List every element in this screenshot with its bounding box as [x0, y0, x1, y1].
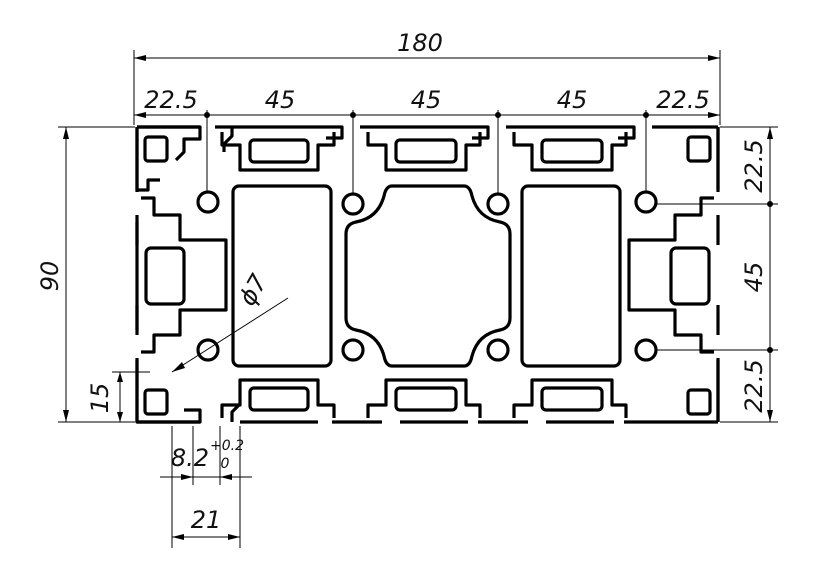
dim-seg-3: 45 — [557, 86, 588, 114]
dim-seg-right: 22.5 — [656, 86, 709, 114]
dim-slot-width: 8.2 — [171, 444, 209, 472]
dim-seg-2: 45 — [411, 86, 442, 114]
top-slot-2 — [366, 132, 482, 172]
hole-top-3 — [486, 192, 510, 216]
dim-overall-height: 90 — [36, 261, 64, 292]
dim-right-bottom: 22.5 — [740, 359, 768, 412]
hole-top-1 — [196, 190, 220, 214]
cavity-right — [520, 184, 622, 368]
hole-top-4 — [634, 190, 658, 214]
hole-bottom-2 — [341, 338, 365, 362]
dim-right-mid: 45 — [740, 262, 768, 293]
right-slot — [627, 196, 714, 354]
dim-hole-diameter: ϕ7 — [233, 269, 273, 311]
dim-overall-width: 180 — [397, 29, 443, 57]
left-slot — [141, 196, 228, 354]
bottom-slot-2 — [366, 378, 482, 418]
dim-right-top: 22.5 — [740, 139, 768, 192]
right-pocket — [669, 246, 711, 306]
cavity-center — [344, 184, 512, 368]
dim-seg-left: 22.5 — [144, 86, 197, 114]
dim-seg-1: 45 — [265, 86, 296, 114]
corner-hole-bl — [143, 388, 169, 416]
dim-slot-span: 21 — [191, 506, 222, 534]
bottom-pocket-3 — [540, 386, 604, 412]
dim-slot-offset: 15 — [86, 383, 114, 414]
dim-tol-upper: +0.2 — [210, 438, 244, 454]
left-pocket — [144, 246, 186, 306]
hole-top-2 — [341, 192, 365, 216]
corner-hole-tl — [143, 135, 169, 163]
hole-bottom-4 — [634, 338, 658, 362]
top-slot-1 — [220, 132, 336, 172]
bottom-slot-3 — [512, 378, 628, 418]
bottom-pocket-1 — [248, 386, 310, 412]
cavity-left — [231, 184, 333, 368]
corner-hole-br — [686, 388, 712, 416]
top-pocket-1 — [248, 138, 310, 164]
top-pocket-2 — [394, 138, 458, 164]
top-edge — [137, 125, 718, 140]
dim-tol-lower: 0 — [221, 456, 230, 472]
bottom-pocket-2 — [394, 386, 458, 412]
hole-bottom-3 — [486, 338, 510, 362]
top-pocket-3 — [540, 138, 604, 164]
corner-hole-tr — [686, 135, 712, 163]
top-slot-3 — [512, 132, 628, 172]
dimension-lines — [58, 50, 778, 548]
profile-outline — [135, 125, 720, 424]
bottom-slot-1 — [220, 378, 336, 418]
hole-bottom-1 — [196, 338, 220, 362]
